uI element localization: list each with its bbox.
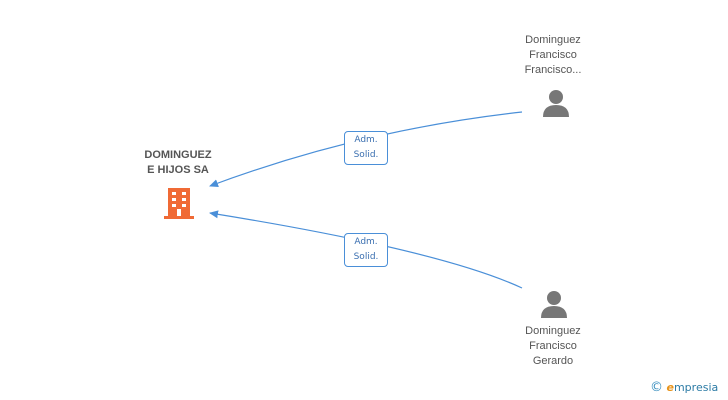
person-2-line1: Dominguez xyxy=(525,325,581,337)
empresia-logo: © empresia xyxy=(650,380,718,395)
building-icon[interactable] xyxy=(163,186,195,220)
relation-1-line2: Solid. xyxy=(353,150,379,160)
brand-rest: mpresia xyxy=(673,381,719,394)
person-1-line2: Francisco xyxy=(529,49,577,61)
person-1-line1: Dominguez xyxy=(525,34,581,46)
person-icon[interactable] xyxy=(539,290,569,318)
company-name[interactable]: DOMINGUEZ E HIJOS SA xyxy=(138,148,218,178)
relation-label-2[interactable]: Adm. Solid. xyxy=(344,233,388,267)
company-name-line2: E HIJOS SA xyxy=(147,164,209,176)
copyright-symbol: © xyxy=(650,380,663,395)
person-name-2[interactable]: Dominguez Francisco Gerardo xyxy=(503,324,603,369)
edge-bottom xyxy=(209,210,523,289)
relation-2-line2: Solid. xyxy=(353,252,379,262)
person-2-line3: Gerardo xyxy=(532,355,574,367)
relation-label-1[interactable]: Adm. Solid. xyxy=(344,131,388,165)
person-name-1[interactable]: Dominguez Francisco Francisco... xyxy=(503,33,603,78)
brand-e: e xyxy=(666,381,674,394)
company-name-line1: DOMINGUEZ xyxy=(144,149,212,161)
person-2-line2: Francisco xyxy=(529,340,577,352)
relation-2-line1: Adm. xyxy=(354,237,378,247)
relation-1-line1: Adm. xyxy=(354,135,378,145)
person-1-line3: Francisco... xyxy=(524,64,582,76)
person-icon[interactable] xyxy=(541,89,571,117)
